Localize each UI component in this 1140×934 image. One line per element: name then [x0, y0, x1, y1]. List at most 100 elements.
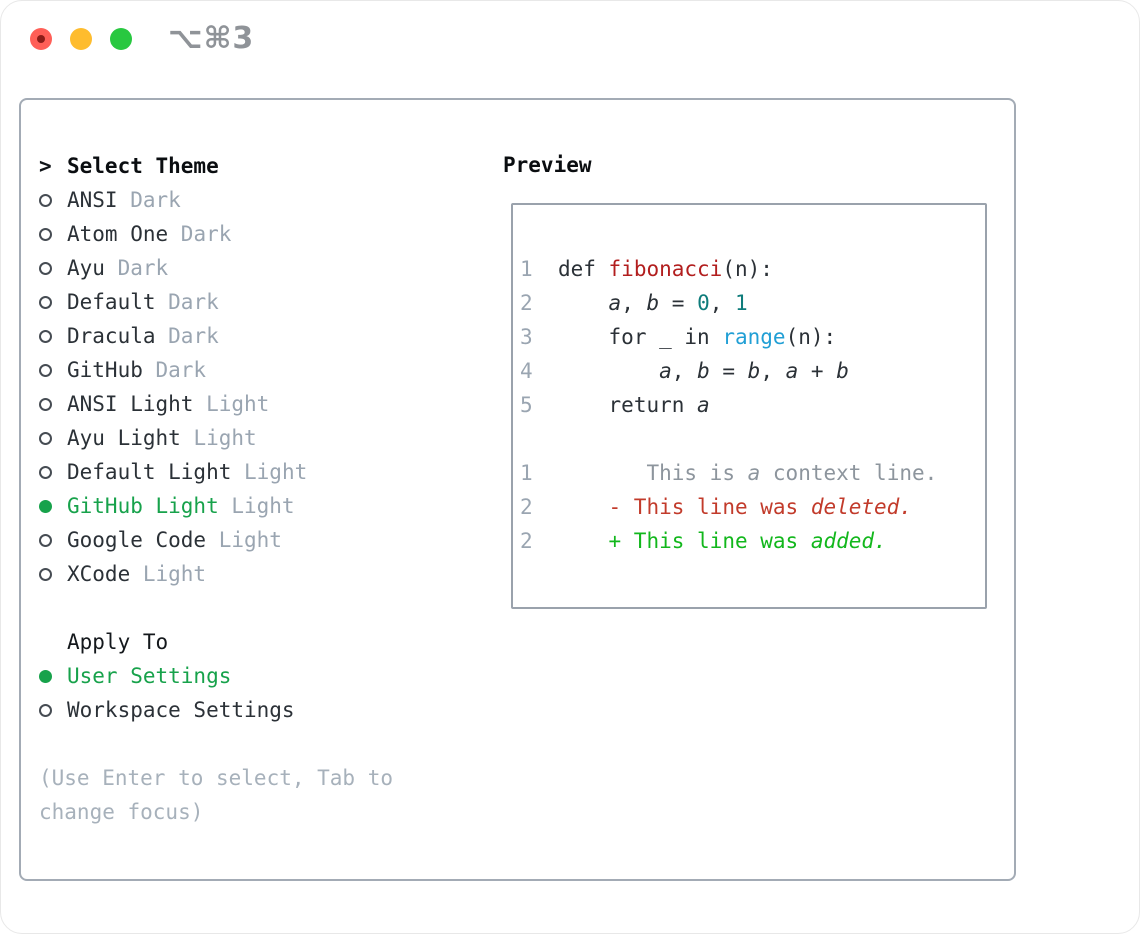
code-token: = — [659, 291, 698, 315]
apply-to-title: Apply To — [67, 630, 169, 654]
code-token: fibonacci — [608, 257, 723, 281]
radio-unselected-icon — [39, 363, 52, 377]
code-token: b — [836, 359, 849, 383]
theme-name: ANSI — [67, 188, 118, 212]
radio-unselected-icon — [39, 703, 52, 717]
code-token: def — [557, 257, 609, 281]
theme-variant-tag: Dark — [168, 290, 219, 314]
code-token: added. — [810, 529, 887, 553]
code-line: 1 This is a context line. — [520, 456, 985, 490]
theme-variant-tag: Light — [193, 426, 257, 450]
radio-marker — [39, 397, 67, 411]
theme-variant-tag: Dark — [168, 324, 219, 348]
line-number: 2 — [520, 495, 533, 519]
select-theme-title: Select Theme — [67, 154, 219, 178]
line-number: 3 — [520, 325, 533, 349]
minimize-button[interactable] — [70, 28, 92, 50]
code-token: + — [798, 359, 837, 383]
theme-name: Ayu Light — [67, 426, 181, 450]
radio-marker — [39, 499, 67, 513]
code-token: for — [608, 325, 647, 349]
code-token: This is — [557, 461, 748, 485]
code-token: (n): — [785, 325, 837, 349]
code-token: , — [671, 359, 698, 383]
theme-variant-tag: Dark — [155, 358, 207, 382]
line-number: 1 — [520, 257, 533, 281]
code-token: = — [709, 359, 748, 383]
theme-variant-tag: Light — [218, 528, 282, 552]
code-line: 5 return a — [520, 388, 985, 422]
radio-unselected-icon — [39, 193, 52, 207]
code-token: a — [608, 291, 622, 315]
code-line — [520, 422, 985, 456]
apply-option-label: Workspace Settings — [67, 698, 295, 722]
theme-name: Atom One — [67, 222, 169, 246]
radio-marker — [39, 295, 67, 309]
radio-unselected-icon — [39, 329, 52, 343]
code-token: , — [621, 291, 647, 315]
theme-option-default[interactable]: Default Dark — [39, 285, 393, 319]
radio-unselected-icon — [39, 567, 52, 581]
code-token: a — [697, 393, 710, 417]
theme-name: GitHub Light — [67, 494, 219, 518]
radio-unselected-icon — [39, 397, 52, 411]
radio-marker — [39, 227, 67, 241]
window-shortcut-label: ⌥⌘3 — [168, 21, 255, 56]
radio-unselected-icon — [39, 227, 52, 241]
titlebar: ⌥⌘3 — [1, 1, 1139, 77]
line-number: 4 — [520, 359, 533, 383]
theme-variant-tag: Dark — [117, 256, 169, 280]
apply-option-workspace-settings[interactable]: Workspace Settings — [39, 693, 393, 727]
preview-title: Preview — [503, 153, 592, 177]
radio-marker — [39, 669, 67, 683]
theme-name: Default — [67, 290, 156, 314]
close-button[interactable] — [30, 28, 52, 50]
apply-option-user-settings[interactable]: User Settings — [39, 659, 393, 693]
radio-selected-icon — [39, 669, 52, 683]
radio-marker — [39, 363, 67, 377]
keyboard-hint: (Use Enter to select, Tab to change focu… — [39, 761, 393, 829]
code-token: _ — [646, 325, 685, 349]
line-number: 2 — [520, 291, 533, 315]
code-token: + This line was — [557, 529, 811, 553]
theme-option-ansi[interactable]: ANSI Dark — [39, 183, 393, 217]
code-token: return — [608, 393, 698, 417]
select-theme-header-row: > Select Theme — [39, 149, 393, 183]
cursor-icon: > — [39, 154, 52, 178]
code-token: - This line was — [557, 495, 811, 519]
code-token: a — [747, 461, 761, 485]
code-line: 2 + This line was added. — [520, 524, 985, 558]
line-number: 1 — [520, 461, 533, 485]
code-line: 2 a, b = 0, 1 — [520, 286, 985, 320]
radio-unselected-icon — [39, 465, 52, 479]
hint-line-1: (Use Enter to select, Tab to — [39, 766, 394, 790]
hint-line-2: change focus) — [39, 800, 204, 824]
theme-name: ANSI Light — [67, 392, 194, 416]
radio-marker — [39, 261, 67, 275]
maximize-button[interactable] — [110, 28, 132, 50]
code-token: deleted. — [810, 495, 912, 519]
radio-unselected-icon — [39, 295, 52, 309]
theme-variant-tag: Dark — [130, 188, 181, 212]
code-token: range — [722, 325, 786, 349]
theme-variant-tag: Light — [142, 562, 207, 586]
theme-option-ayu-light[interactable]: Ayu Light Light — [39, 421, 393, 455]
theme-option-dracula[interactable]: Dracula Dark — [39, 319, 393, 353]
traffic-lights — [30, 28, 132, 50]
theme-name: Dracula — [67, 324, 156, 348]
code-token: b — [697, 359, 710, 383]
radio-unselected-icon — [39, 431, 52, 445]
